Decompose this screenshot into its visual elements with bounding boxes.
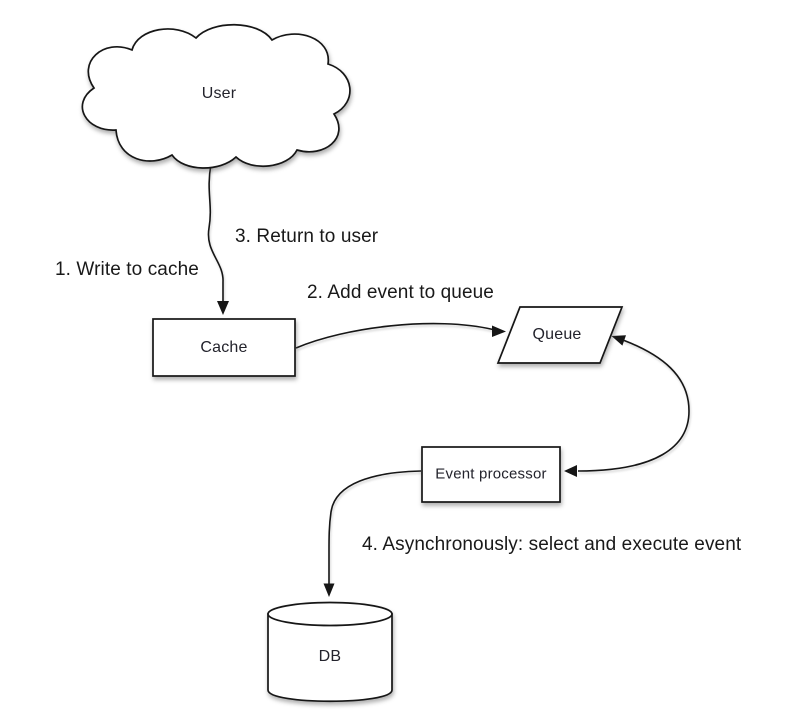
arrow-cache-to-queue [295,322,494,349]
queue-parallelogram-shape [496,306,624,364]
step-label-return-to-user: 3. Return to user [235,226,379,247]
shape-layer [81,23,624,703]
db-cylinder-shape [267,601,393,703]
step-label-write-to-cache: 1. Write to cache [55,259,199,280]
arrow-user-to-cache [207,163,224,303]
db-cylinder-top [267,601,393,627]
arrowhead-event-processor-to-db [323,583,335,597]
arrowhead-into-queue [611,335,626,346]
edge-layer [207,163,690,597]
step-label-async-select-execute: 4. Asynchronously: select and execute ev… [362,534,742,555]
arrowhead-cache-to-queue [492,325,506,337]
arrow-event-processor-to-db [328,470,422,585]
db-cylinder-body [267,613,393,703]
arrowhead-into-event-processor [564,465,577,477]
queue-node-label: Queue [532,326,582,343]
step-label-add-event-to-queue: 2. Add event to queue [307,282,494,303]
event-processor-node-label: Event processor [435,465,547,483]
cache-box-shape [152,318,296,377]
user-cloud-shape [81,23,351,169]
event-processor-box-shape [421,446,561,503]
arrowhead-user-to-cache [217,301,229,315]
cache-node-label: Cache [200,339,248,356]
user-node-label: User [201,85,237,102]
arrow-queue-event-processor-bidirectional [577,339,690,472]
db-node-label: DB [318,648,342,665]
